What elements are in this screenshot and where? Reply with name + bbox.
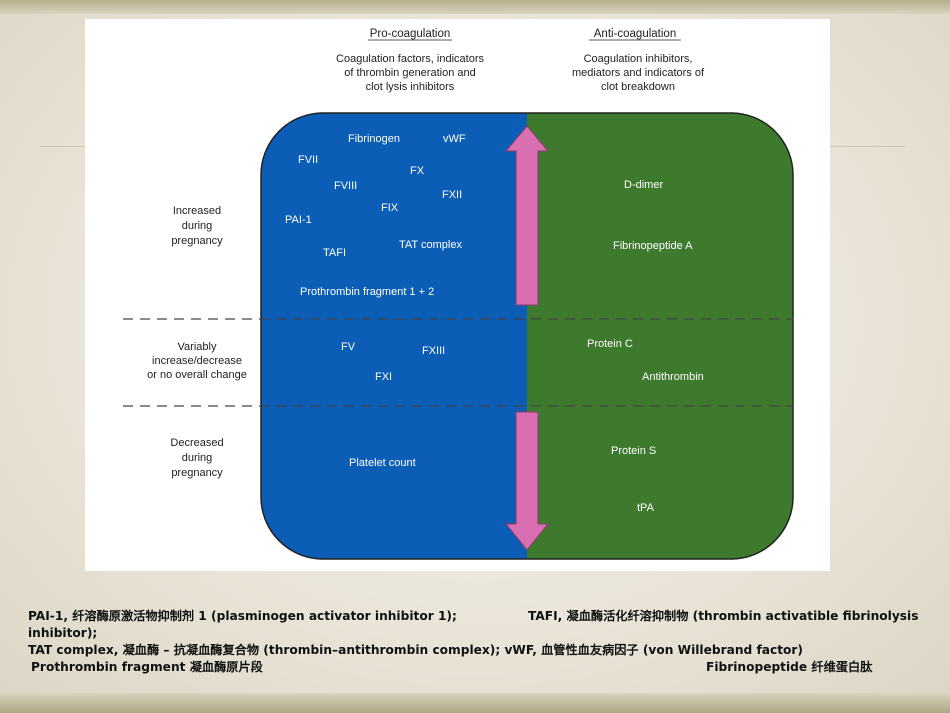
- row-label-increased-1: Increased: [173, 205, 221, 217]
- anti-desc-line-2: mediators and indicators of: [572, 67, 705, 79]
- factor-vwf: vWF: [443, 133, 466, 145]
- caption-tafi: TAFI, 凝血酶活化纤溶抑制物 (thrombin activatible f…: [528, 609, 919, 623]
- decrease-arrow-icon: [504, 411, 550, 551]
- factor-fv: FV: [341, 341, 356, 353]
- decor-line-right: [830, 146, 905, 147]
- row-label-variable-3: or no overall change: [147, 369, 247, 381]
- row-label-increased-2: during: [182, 220, 213, 232]
- pro-coagulation-panel: [261, 113, 527, 559]
- caption-line-1: PAI-1, 纤溶酶原激活物抑制剂 1 (plasminogen activat…: [28, 608, 928, 625]
- anti-desc-line-3: clot breakdown: [601, 81, 675, 93]
- pro-desc-line-3: clot lysis inhibitors: [366, 81, 455, 93]
- caption-tafi-continued: inhibitor);: [28, 626, 98, 640]
- anti-d-dimer: D-dimer: [624, 179, 663, 191]
- platelet-count: Platelet count: [349, 457, 416, 469]
- factor-fxi: FXI: [375, 371, 392, 383]
- caption-fibrinopeptide: Fibrinopeptide 纤维蛋白肽: [706, 660, 873, 674]
- row-label-decreased-3: pregnancy: [171, 467, 223, 479]
- pro-desc-line-2: of thrombin generation and: [344, 67, 475, 79]
- factor-prothrombin-fragment: Prothrombin fragment 1 + 2: [300, 286, 434, 298]
- caption-prothrombin-fragment: Prothrombin fragment 凝血酶原片段: [31, 660, 263, 674]
- pro-coagulation-header: Pro-coagulation: [370, 28, 451, 40]
- factor-pai-1: PAI-1: [285, 214, 312, 226]
- factor-fx: FX: [410, 165, 425, 177]
- increase-arrow-icon: [504, 125, 550, 306]
- abbreviation-caption: PAI-1, 纤溶酶原激活物抑制剂 1 (plasminogen activat…: [28, 608, 928, 676]
- factor-fxiii: FXIII: [422, 345, 445, 357]
- diagram-border: [260, 112, 794, 560]
- caption-line-3: TAT complex, 凝血酶 – 抗凝血酶复合物 (thrombin–ant…: [28, 642, 928, 659]
- factor-fxii: FXII: [442, 189, 462, 201]
- anti-coagulation-header: Anti-coagulation: [594, 28, 676, 40]
- caption-line-4: Prothrombin fragment 凝血酶原片段 Fibrinopepti…: [28, 659, 928, 676]
- anti-fibrinopeptide-a: Fibrinopeptide A: [613, 240, 693, 252]
- pro-desc-line-1: Coagulation factors, indicators: [336, 53, 484, 65]
- caption-pai-1: PAI-1, 纤溶酶原激活物抑制剂 1 (plasminogen activat…: [28, 609, 457, 623]
- factor-fviii: FVIII: [334, 180, 357, 192]
- row-label-decreased-2: during: [182, 452, 213, 464]
- factor-tat-complex: TAT complex: [399, 239, 462, 251]
- anti-antithrombin: Antithrombin: [642, 371, 704, 383]
- factor-tafi: TAFI: [323, 247, 346, 259]
- anti-protein-c: Protein C: [587, 338, 633, 350]
- anti-desc-line-1: Coagulation inhibitors,: [584, 53, 693, 65]
- caption-tat-vwf: TAT complex, 凝血酶 – 抗凝血酶复合物 (thrombin–ant…: [28, 643, 804, 657]
- row-label-variable-2: increase/decrease: [152, 355, 242, 367]
- anti-tpa: tPA: [637, 502, 655, 514]
- anti-coagulation-panel: [527, 113, 793, 559]
- decor-line-left: [40, 146, 85, 147]
- bottom-decor-band: [0, 693, 950, 713]
- caption-line-2: inhibitor);: [28, 625, 928, 642]
- row-label-increased-3: pregnancy: [171, 235, 223, 247]
- row-label-variable-1: Variably: [178, 341, 217, 353]
- anti-protein-s: Protein S: [611, 445, 656, 457]
- factor-fvii: FVII: [298, 154, 318, 166]
- coagulation-diagram: Pro-coagulation Anti-coagulation Coagula…: [85, 19, 830, 571]
- row-label-decreased-1: Decreased: [170, 437, 223, 449]
- diagram-svg: Pro-coagulation Anti-coagulation Coagula…: [123, 28, 794, 560]
- top-decor-band: [0, 0, 950, 14]
- factor-fibrinogen: Fibrinogen: [348, 133, 400, 145]
- factor-fix: FIX: [381, 202, 399, 214]
